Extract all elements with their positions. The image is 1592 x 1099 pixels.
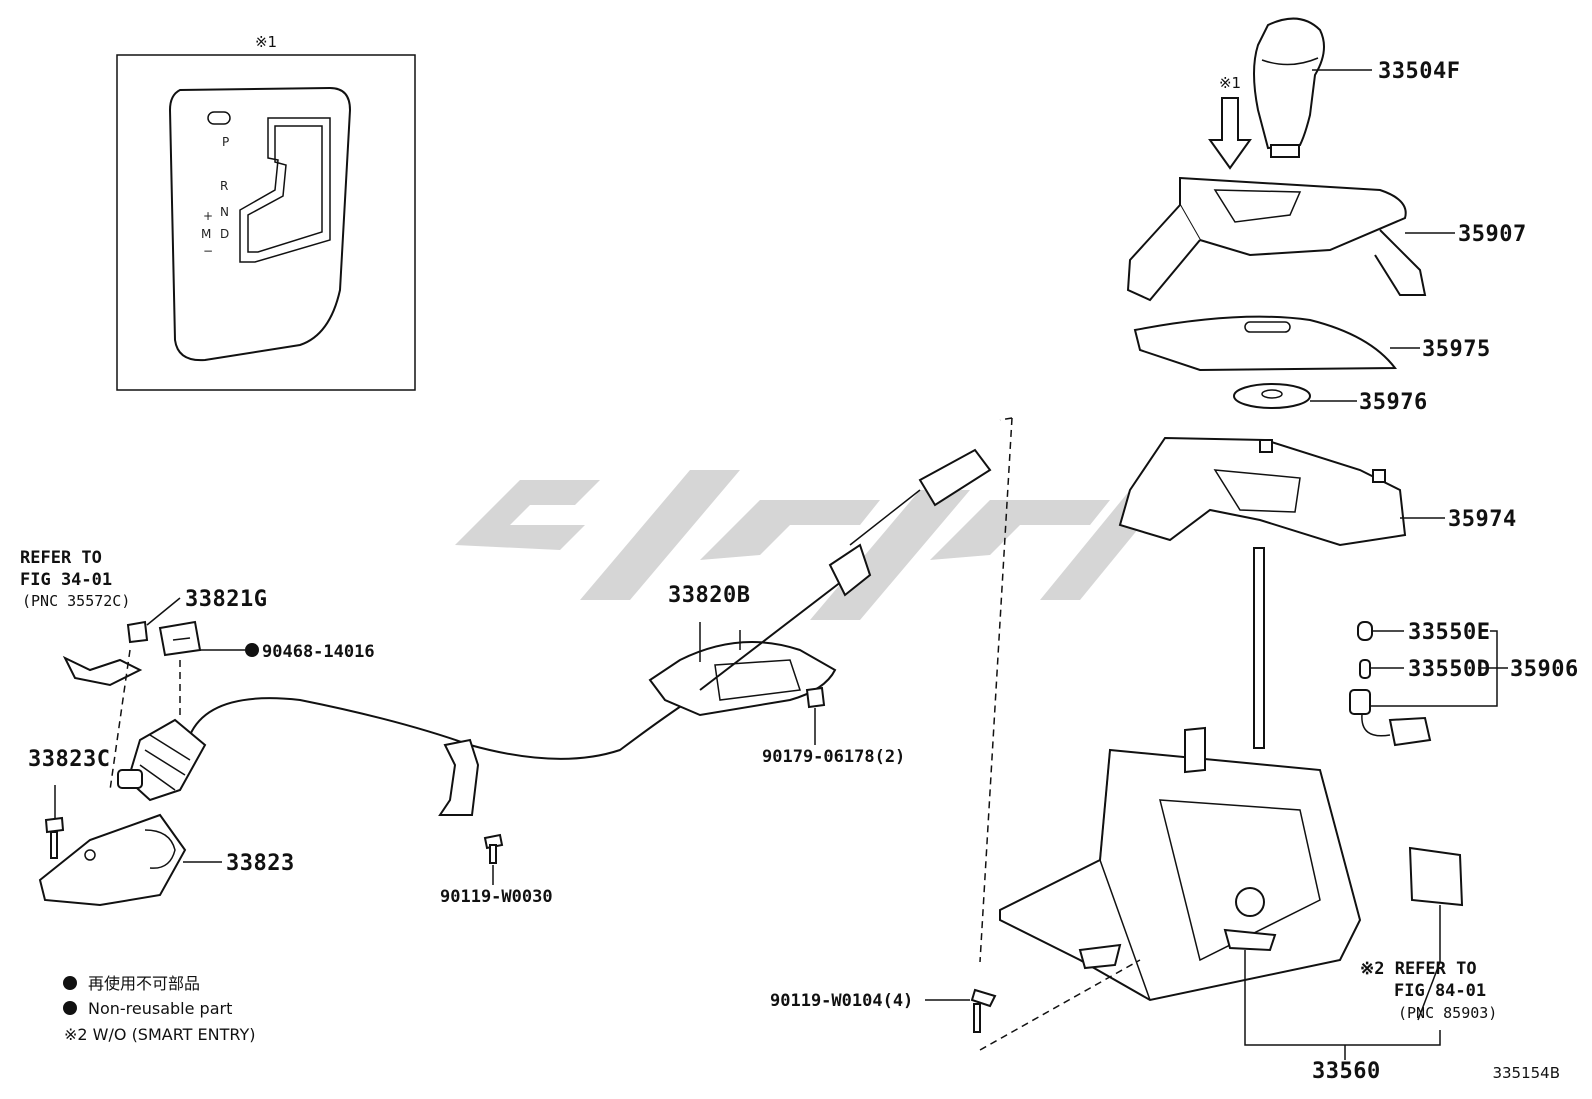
label-33823: 33823 — [226, 851, 295, 876]
label-90119-W0030: 90119-W0030 — [440, 887, 553, 907]
legend: 再使用不可部品 Non-reusable part ※2 W/O (SMART … — [63, 974, 255, 1044]
watermark-logo — [455, 470, 1170, 620]
slide-cover — [1133, 315, 1420, 372]
label-35906: 35906 — [1510, 657, 1579, 682]
relay-leader — [1417, 961, 1441, 1021]
label-33550D: 33550D — [1408, 657, 1490, 682]
legend-dot-1 — [63, 976, 77, 990]
assembly-boundary-top — [999, 417, 1013, 421]
label-33820B: 33820B — [668, 583, 750, 608]
assembly-boundary-left — [979, 417, 1013, 963]
marker-arrow: ※1 — [1208, 74, 1252, 170]
gate-letter-plus: + — [203, 209, 213, 223]
legend-dot-2 — [63, 1001, 77, 1015]
label-35976: 35976 — [1359, 390, 1428, 415]
slide-plate — [1233, 383, 1357, 409]
label-33823C: 33823C — [28, 747, 110, 772]
label-33560: 33560 — [1312, 1059, 1381, 1084]
inset-shift-gate: ※1 P R N D M + − — [116, 33, 416, 391]
label-90468-14016: 90468-14016 — [262, 642, 375, 662]
shift-cable — [189, 448, 992, 760]
cable-mid-bracket — [438, 738, 504, 885]
legend-item-english: Non-reusable part — [88, 999, 232, 1018]
refer-left-line3: (PNC 35572C) — [22, 592, 130, 610]
gate-letter-minus: − — [203, 244, 213, 258]
label-35907: 35907 — [1458, 222, 1527, 247]
bush-33821g — [62, 597, 181, 791]
cable-end-boot — [117, 718, 207, 802]
figure-number: 335154B — [1492, 1064, 1560, 1082]
refer-right-line3: (PNC 85903) — [1398, 1004, 1497, 1022]
bolt-33823c — [44, 785, 65, 859]
assembly-boundary-bottom — [979, 959, 1141, 1051]
shift-lever-assembly — [999, 547, 1441, 1060]
gate-letter-p: P — [222, 135, 229, 149]
gate-letter-m: M — [201, 227, 211, 241]
refer-right-line1: ※2 REFER TO — [1360, 959, 1477, 979]
label-35975: 35975 — [1422, 337, 1491, 362]
refer-note-right: ※2 REFER TO FIG 84-01 (PNC 85903) — [1360, 959, 1497, 1022]
label-33504F: 33504F — [1378, 59, 1460, 84]
gate-letter-r: R — [220, 179, 228, 193]
indicator-bulbs — [1349, 621, 1508, 747]
label-35974: 35974 — [1448, 507, 1517, 532]
legend-note: ※2 W/O (SMART ENTRY) — [64, 1025, 255, 1044]
shift-knob — [1253, 17, 1372, 158]
knob-marker: ※1 — [1219, 74, 1241, 92]
refer-left-line2: FIG 34-01 — [20, 570, 112, 590]
refer-right-line2: FIG 84-01 — [1394, 981, 1486, 1001]
non-reusable-dot-1 — [245, 643, 259, 657]
shift-bezel — [1118, 436, 1445, 547]
inset-marker: ※1 — [255, 33, 277, 51]
label-90119-W0104: 90119-W0104(4) — [770, 991, 913, 1011]
bolt-90119-w0104 — [925, 988, 997, 1033]
legend-item-japanese: 再使用不可部品 — [88, 974, 200, 993]
label-33821G: 33821G — [185, 587, 267, 612]
gate-letter-n: N — [220, 205, 229, 219]
relay-module — [1408, 846, 1464, 962]
indicator-cover — [1126, 176, 1455, 302]
clip-90468-14016 — [158, 620, 259, 720]
gate-letter-d: D — [220, 227, 229, 241]
nut-90179-06178 — [805, 686, 826, 745]
label-90179-06178: 90179-06178(2) — [762, 747, 905, 767]
label-33550E: 33550E — [1408, 620, 1490, 645]
refer-left-line1: REFER TO — [20, 548, 102, 568]
refer-note-left: REFER TO FIG 34-01 (PNC 35572C) — [20, 548, 130, 610]
cable-bracket — [38, 813, 222, 907]
